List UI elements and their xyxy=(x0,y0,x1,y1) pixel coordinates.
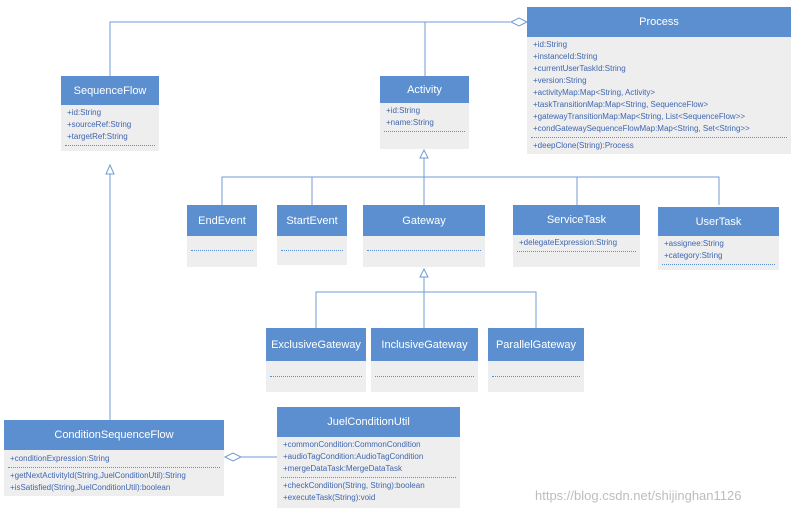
separator xyxy=(65,145,155,146)
field: +targetRef:String xyxy=(67,132,128,141)
class-start-event-name: StartEvent xyxy=(277,205,347,236)
field: +gatewayTransitionMap:Map<String, List<S… xyxy=(533,112,746,121)
inheritance-gateway-tree xyxy=(315,291,537,328)
field: +commonCondition:CommonCondition xyxy=(283,440,421,449)
field: +version:String xyxy=(533,76,587,85)
class-exclusive-gateway[interactable]: ExclusiveGateway xyxy=(266,328,366,392)
separator xyxy=(367,250,481,251)
field: +delegateExpression:String xyxy=(519,238,618,247)
field: +id:String xyxy=(386,106,421,115)
class-exclusive-gateway-name: ExclusiveGateway xyxy=(266,328,366,361)
method: +isSatisfied(String,JuelConditionUtil):b… xyxy=(10,483,171,492)
class-start-event[interactable]: StartEvent xyxy=(277,205,347,265)
separator xyxy=(281,250,343,251)
class-condition-sequence-flow-name: ConditionSequenceFlow xyxy=(4,420,224,450)
class-process-fields: +id:String +instanceId:String +currentUs… xyxy=(527,37,791,137)
class-service-task-name: ServiceTask xyxy=(513,205,640,235)
method: +checkCondition(String, String):boolean xyxy=(283,481,425,490)
class-juel-condition-util[interactable]: JuelConditionUtil +commonCondition:Commo… xyxy=(277,407,460,508)
inheritance-arrow-icon xyxy=(419,267,429,278)
separator xyxy=(270,376,362,377)
composition-process-sequenceflow xyxy=(109,21,510,76)
class-inclusive-gateway[interactable]: InclusiveGateway xyxy=(371,328,478,392)
separator xyxy=(492,376,580,377)
class-activity-name: Activity xyxy=(380,76,469,103)
field: +assignee:String xyxy=(664,239,724,248)
class-activity[interactable]: Activity +id:String +name:String xyxy=(380,76,469,149)
inheritance-arrow-icon xyxy=(419,148,429,159)
field: +id:String xyxy=(533,40,568,49)
class-process-name: Process xyxy=(527,7,791,37)
class-user-task[interactable]: UserTask +assignee:String +category:Stri… xyxy=(658,207,779,270)
class-end-event-name: EndEvent xyxy=(187,205,257,236)
separator xyxy=(517,251,636,252)
field: +sourceRef:String xyxy=(67,120,132,129)
field: +conditionExpression:String xyxy=(10,454,110,463)
field: +currentUserTaskId:String xyxy=(533,64,626,73)
field: +taskTransitionMap:Map<String, SequenceF… xyxy=(533,100,709,109)
aggregation-diamond-icon xyxy=(223,452,243,462)
class-parallel-gateway-name: ParallelGateway xyxy=(488,328,584,361)
class-juel-condition-util-fields: +commonCondition:CommonCondition +audioT… xyxy=(277,437,460,477)
inheritance-activity-tree xyxy=(221,176,720,205)
class-juel-condition-util-methods: +checkCondition(String, String):boolean … xyxy=(277,478,460,506)
watermark-text: https://blog.csdn.net/shijinghan1126 xyxy=(535,488,742,503)
class-juel-condition-util-name: JuelConditionUtil xyxy=(277,407,460,437)
class-service-task[interactable]: ServiceTask +delegateExpression:String xyxy=(513,205,640,267)
separator xyxy=(384,131,465,132)
field: +category:String xyxy=(664,251,723,260)
field: +activityMap:Map<String, Activity> xyxy=(533,88,656,97)
class-condition-sequence-flow-methods: +getNextActivityId(String,JuelConditionU… xyxy=(4,468,224,496)
field: +mergeDataTask:MergeDataTask xyxy=(283,464,402,473)
class-parallel-gateway[interactable]: ParallelGateway xyxy=(488,328,584,392)
class-activity-fields: +id:String +name:String xyxy=(380,103,469,131)
method: +getNextActivityId(String,JuelConditionU… xyxy=(10,471,186,480)
class-user-task-name: UserTask xyxy=(658,207,779,236)
field: +instanceId:String xyxy=(533,52,598,61)
method: +executeTask(String):void xyxy=(283,493,376,502)
method: +deepClone(String):Process xyxy=(533,141,634,150)
separator xyxy=(375,376,474,377)
field: +audioTagCondition:AudioTagCondition xyxy=(283,452,424,461)
class-gateway-name: Gateway xyxy=(363,205,485,236)
class-process-methods: +deepClone(String):Process xyxy=(527,138,791,154)
separator xyxy=(8,467,220,468)
separator xyxy=(531,137,787,138)
field: +condGatewaySequenceFlowMap:Map<String, … xyxy=(533,124,750,133)
class-service-task-fields: +delegateExpression:String xyxy=(513,235,640,251)
class-condition-sequence-flow-fields: +conditionExpression:String xyxy=(4,450,224,467)
field: +name:String xyxy=(386,118,434,127)
composition-diamond-icon xyxy=(509,17,529,27)
inheritance-arrow-icon xyxy=(105,163,115,175)
class-sequence-flow-name: SequenceFlow xyxy=(61,76,159,105)
class-user-task-fields: +assignee:String +category:String xyxy=(658,236,779,264)
class-process[interactable]: Process +id:String +instanceId:String +c… xyxy=(527,7,791,154)
class-sequence-flow-fields: +id:String +sourceRef:String +targetRef:… xyxy=(61,105,159,145)
separator xyxy=(662,264,775,265)
class-end-event[interactable]: EndEvent xyxy=(187,205,257,267)
separator xyxy=(281,477,456,478)
field: +id:String xyxy=(67,108,102,117)
class-gateway[interactable]: Gateway xyxy=(363,205,485,267)
separator xyxy=(191,250,253,251)
class-inclusive-gateway-name: InclusiveGateway xyxy=(371,328,478,361)
class-sequence-flow[interactable]: SequenceFlow +id:String +sourceRef:Strin… xyxy=(61,76,159,151)
class-condition-sequence-flow[interactable]: ConditionSequenceFlow +conditionExpressi… xyxy=(4,420,224,496)
